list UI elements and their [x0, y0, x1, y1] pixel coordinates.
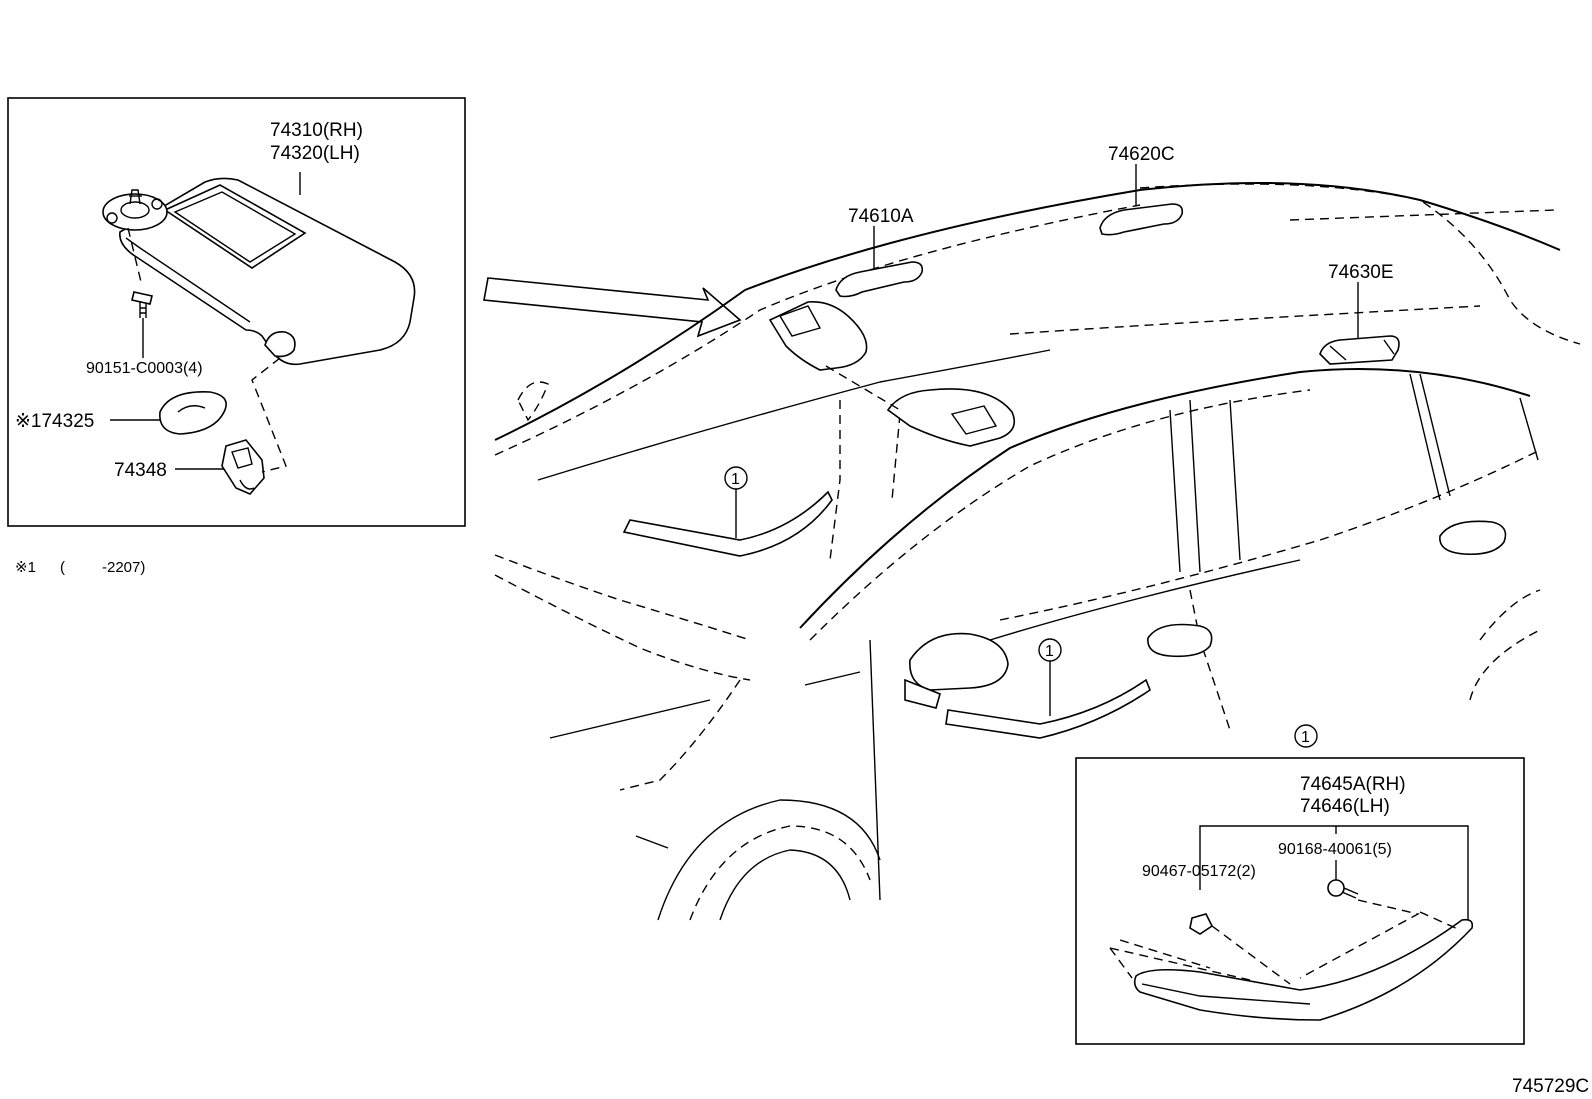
cover-label: ※174325 — [15, 411, 94, 432]
screw-label: 90151-C0003(4) — [86, 360, 203, 377]
c-pillar-2 — [1419, 373, 1451, 497]
b-pillar-3 — [1229, 399, 1241, 561]
garnish-clip-label: 90467-05172(2) — [1142, 863, 1256, 880]
screw-part[interactable] — [131, 291, 153, 318]
rear-door-handle — [1439, 520, 1507, 556]
garnish-inset: 1 74645A(RH) 74646(LH) 90168-40061(5) 90… — [1075, 724, 1525, 1045]
door-frame-top — [799, 368, 1531, 629]
dashed-line-clip — [1211, 925, 1291, 985]
garnish-part-rh-label: 74645A(RH) — [1300, 774, 1406, 795]
door-seam — [1189, 589, 1231, 731]
garnish-inset-frame — [1075, 757, 1525, 1045]
holder-part[interactable] — [221, 439, 265, 495]
center-line-1 — [829, 400, 841, 561]
dashed-line-holder — [251, 357, 287, 473]
garnish-upper-part[interactable] — [622, 490, 833, 557]
vehicle-view: 74610A 74620C 74630E 1 — [483, 144, 1581, 921]
front-wheel-arch-3 — [719, 849, 851, 921]
cover-part[interactable] — [159, 391, 227, 435]
pointer-arrow — [483, 277, 742, 338]
front-pillar-lower — [619, 679, 741, 791]
roof-rear-line-2 — [1289, 209, 1557, 221]
roof-inner-line — [494, 204, 1141, 456]
garnish-screw-label: 90168-40061(5) — [1278, 841, 1392, 858]
dashed-line-screw-1 — [1299, 899, 1420, 979]
front-door-handle — [1147, 623, 1213, 658]
visor-link-line — [825, 365, 901, 411]
garnish-lower-part[interactable] — [945, 678, 1151, 739]
side-mirror-base — [904, 678, 941, 709]
side-mirror — [909, 632, 1009, 691]
cowl-line — [494, 574, 751, 681]
footnote-open-paren: ( — [60, 559, 65, 576]
garnish-clip-part[interactable] — [1189, 913, 1214, 935]
hood-line — [549, 699, 711, 739]
footnote-range: -2207) — [102, 559, 145, 576]
fender-line — [635, 835, 669, 849]
headliner-edge — [1009, 305, 1481, 335]
belt-line — [999, 449, 1541, 621]
roof-rear-line — [1139, 183, 1581, 345]
footnote-marker: ※1 — [15, 559, 36, 576]
center-line-2 — [891, 413, 901, 501]
visor-part-rh-label: 74310(RH) — [270, 120, 363, 141]
door-frame-inner — [809, 389, 1311, 641]
sun-visor-inset-frame — [7, 97, 466, 527]
holder-label: 74348 — [114, 460, 167, 481]
assist-grip-mid-label: 74620C — [1108, 144, 1175, 165]
dashed-line-screw-2 — [1419, 911, 1461, 931]
garnish-screw-part[interactable] — [1327, 879, 1359, 899]
front-wheel-arch-2 — [689, 825, 871, 921]
rear-wheel-arch-2 — [1469, 629, 1541, 701]
garnish-inset-callout-circle — [1294, 724, 1318, 748]
c-pillar — [1409, 373, 1441, 501]
assist-grip-rear-part[interactable] — [1319, 335, 1400, 365]
assist-grip-front-part[interactable] — [835, 261, 924, 298]
garnish-inset-callout: 1 — [1301, 729, 1310, 746]
b-pillar-front — [1169, 409, 1181, 573]
garnish-strip-part[interactable] — [1133, 918, 1474, 1021]
footnote: ※1 ( -2207) — [15, 559, 145, 576]
assist-grip-front-label: 74610A — [848, 206, 914, 227]
front-wheel-arch — [657, 799, 881, 921]
dashed-line-end-2 — [1109, 947, 1251, 981]
b-pillar-rear — [1189, 399, 1201, 573]
rear-wheel-arch — [1479, 589, 1541, 641]
assist-grip-rear-label: 74630E — [1328, 262, 1394, 283]
drawing-code: 745729C — [1512, 1076, 1589, 1097]
garnish-bracket-line — [1199, 825, 1469, 920]
mirror-base — [804, 671, 861, 686]
c-pillar-3 — [1519, 397, 1539, 461]
mirror-outline — [517, 381, 549, 422]
sun-visor-part[interactable] — [102, 177, 416, 366]
assist-grip-mid-part[interactable] — [1099, 203, 1184, 236]
sun-visor-inset: 74310(RH) 74320(LH) 90151-C0003(4) ※1743… — [7, 97, 466, 527]
callout-1b-label: 1 — [1045, 643, 1054, 660]
dashed-line-screw — [127, 227, 143, 287]
garnish-part-lh-label: 74646(LH) — [1300, 796, 1390, 817]
visor-part-lh-label: 74320(LH) — [270, 143, 360, 164]
dashed-line-end-1 — [1109, 947, 1133, 979]
a-pillar-line — [869, 639, 881, 901]
vehicle-sun-visor-rear[interactable] — [886, 388, 1016, 447]
callout-1a-label: 1 — [731, 471, 740, 488]
windshield-line — [537, 349, 1051, 481]
belt-line-2 — [989, 559, 1301, 641]
roof-outline — [494, 181, 1561, 441]
dashed-line-end-3 — [1119, 939, 1211, 969]
vehicle-sun-visor-front[interactable] — [768, 300, 868, 371]
cowl-line-2 — [494, 554, 751, 641]
